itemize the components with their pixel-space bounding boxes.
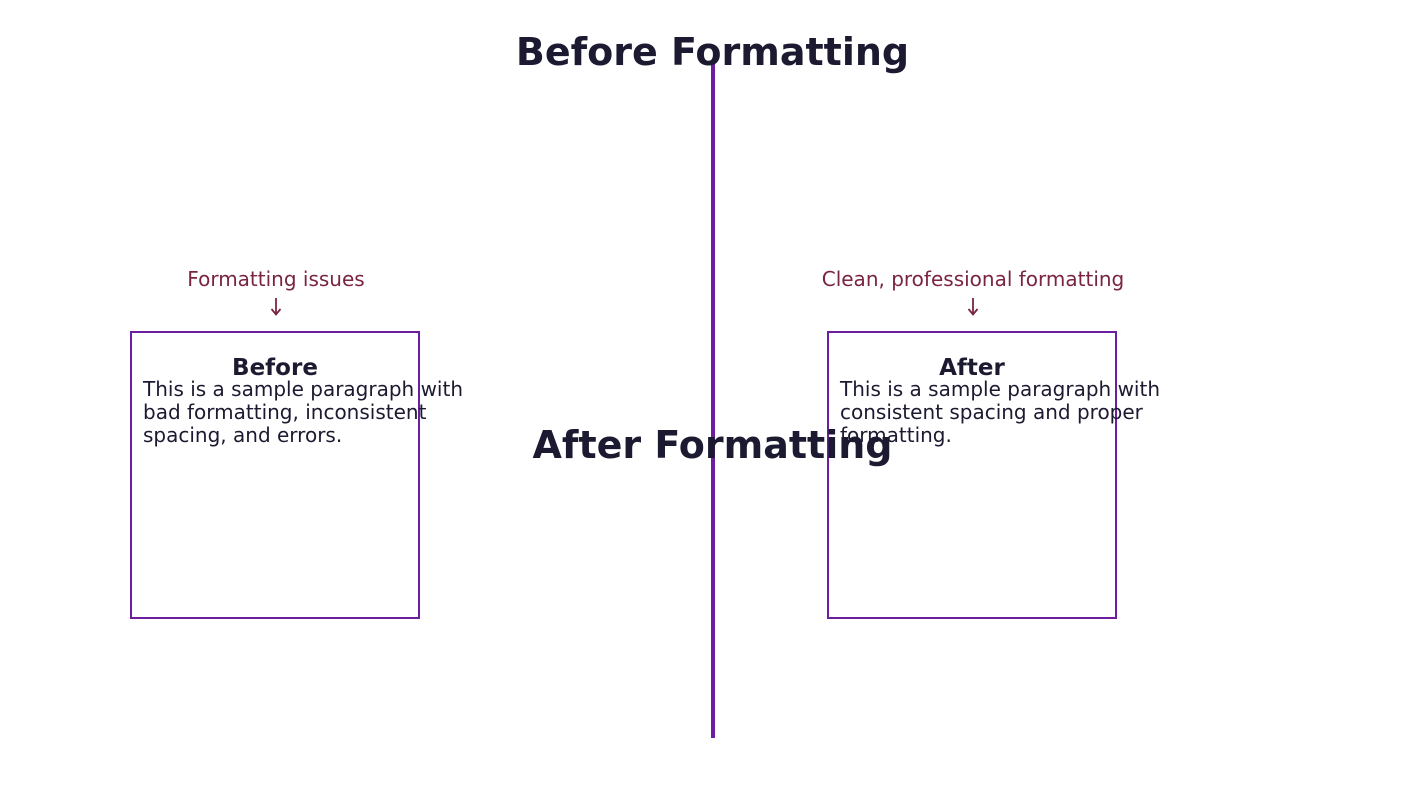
before-panel: Before This is a sample paragraph with b… [130, 331, 463, 619]
arrow-head [270, 308, 282, 316]
after-panel-title: After [939, 355, 1005, 381]
after-formatting-heading: After Formatting [532, 423, 893, 467]
before-callout-label: Formatting issues [187, 267, 365, 291]
before-formatting-heading: Before Formatting [515, 30, 910, 74]
after-panel: After This is a sample paragraph with co… [827, 331, 1160, 619]
after-panel-text: This is a sample paragraph with consiste… [840, 377, 1161, 447]
before-panel-title: Before [232, 355, 318, 381]
center-divider [711, 62, 715, 738]
after-callout-label: Clean, professional formatting [821, 267, 1125, 291]
down-arrow-icon [967, 298, 979, 316]
down-arrow-icon [270, 298, 282, 316]
arrow-head [967, 308, 979, 316]
before-panel-text: This is a sample paragraph with bad form… [143, 377, 464, 447]
